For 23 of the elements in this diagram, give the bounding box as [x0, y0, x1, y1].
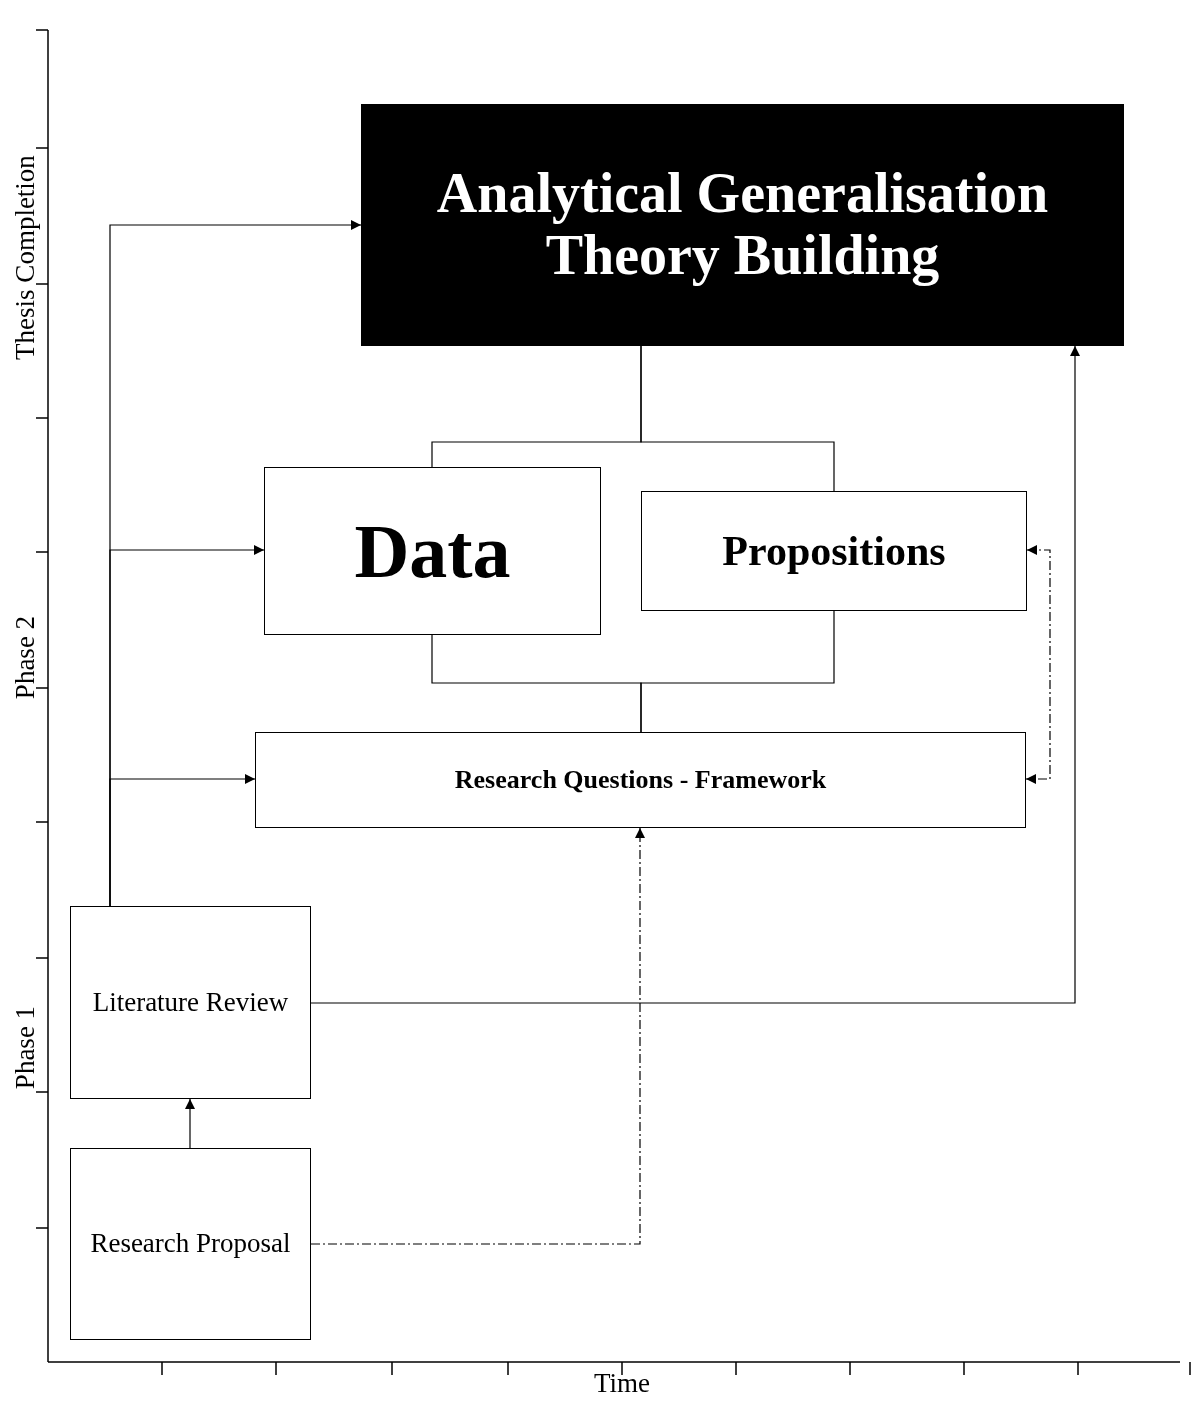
box-label: Analytical Generalisation Theory Building: [435, 163, 1050, 287]
result-box: [361, 104, 1124, 346]
arrow: [1025, 545, 1051, 784]
arrow: [310, 827, 645, 1245]
connector-line: [640, 345, 835, 492]
arrow: [185, 1098, 195, 1149]
process-box: [641, 491, 1027, 611]
box-label: Literature Review: [92, 985, 289, 1019]
box-label: Research Proposal: [90, 1227, 291, 1261]
process-box: [70, 1148, 311, 1340]
process-box: [255, 732, 1026, 828]
process-box: [264, 467, 601, 635]
arrow: [310, 345, 1080, 1004]
box-label: Data: [354, 513, 511, 589]
connector-line: [640, 610, 835, 733]
box-label: Propositions: [722, 530, 946, 572]
axis-label: Thesis Completion: [11, 154, 39, 362]
axis-label: Phase 1: [11, 1004, 39, 1092]
box-label: Research Questions - Framework: [454, 767, 827, 793]
axis-label: Phase 2: [11, 614, 39, 702]
process-box: [70, 906, 311, 1099]
arrow: [109, 774, 256, 907]
axis-label: Time: [593, 1370, 651, 1397]
